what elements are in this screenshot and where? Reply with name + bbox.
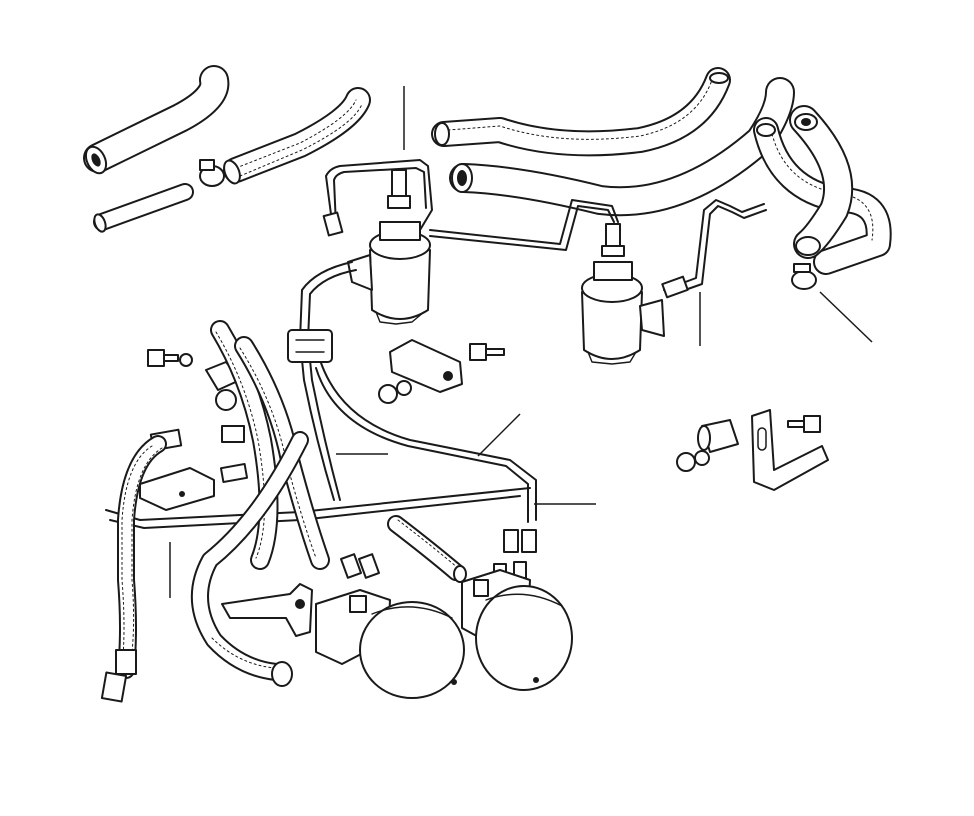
fuel-filter-left xyxy=(347,221,431,325)
braided-hose-top-left xyxy=(223,87,371,185)
spacer-right xyxy=(697,419,739,453)
braided-hose-short-center xyxy=(387,515,467,583)
pipe-fitting-right xyxy=(661,275,689,299)
nut-right xyxy=(676,450,710,472)
distribution-block xyxy=(139,467,215,511)
fuel-pipe-upper-loop xyxy=(325,159,433,231)
bolt-left xyxy=(147,349,193,367)
fuel-pipe-cross xyxy=(429,199,619,251)
bolt-right xyxy=(787,415,821,433)
fuel-pump-right xyxy=(461,569,573,691)
fuel-pipe-long-diagonal xyxy=(315,359,537,523)
fuel-pipe-right-loop xyxy=(663,199,767,297)
pipe-clamp-bracket-center xyxy=(389,339,463,393)
fuel-pump-left xyxy=(315,589,465,699)
filter-union-right xyxy=(601,223,625,257)
connector-tube xyxy=(93,183,194,233)
bolt-center xyxy=(469,343,505,361)
rubber-hose-loop-left xyxy=(191,431,309,681)
braided-hose-long-left xyxy=(117,435,167,679)
braided-hose-top-center xyxy=(431,67,731,157)
fuel-pipe-down-left xyxy=(299,261,357,501)
pump-mounting-bracket xyxy=(221,583,313,637)
rubber-hose-curved-top-left xyxy=(83,65,230,175)
callout-leader-lines xyxy=(169,86,873,598)
pipe-fitting-upper-left xyxy=(322,211,344,237)
hose-clip-bottom-left xyxy=(271,661,293,687)
fuel-filter-right xyxy=(581,261,665,365)
hose-clip-top-left xyxy=(199,159,225,187)
filter-union-left xyxy=(387,169,411,209)
pipe-grommet xyxy=(287,329,333,363)
end-fitting-bottom-left xyxy=(100,649,137,703)
nut-left xyxy=(215,389,237,411)
hose-clip-top-right xyxy=(791,263,817,290)
bracket-right xyxy=(751,409,829,491)
nut-center xyxy=(378,380,412,404)
rubber-hose-top-right xyxy=(789,105,854,259)
